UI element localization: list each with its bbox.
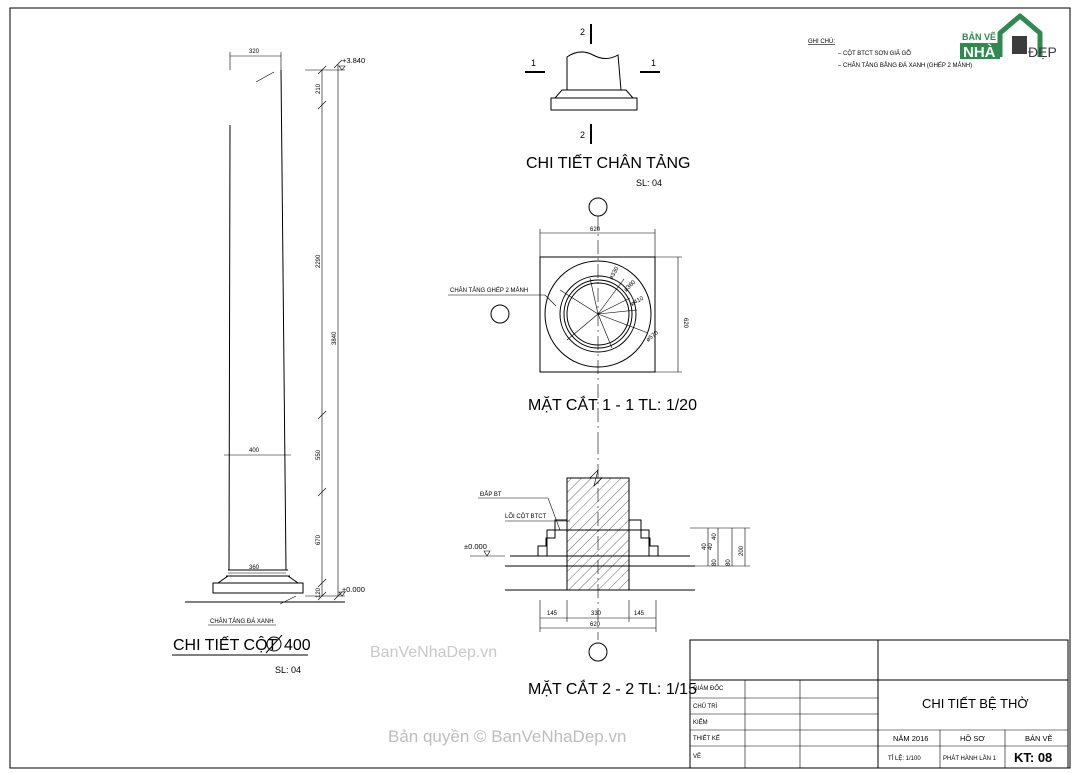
base-detail: 2 1 1 2 CHI TIẾT CHÂN TẢNG SL: 04 — [525, 24, 690, 217]
sec2-rdim-4: 80 — [712, 559, 718, 566]
base-title: CHI TIẾT CHÂN TẢNG — [526, 153, 690, 172]
core-hatch — [566, 477, 630, 591]
logo-top: BẢN VẼ — [962, 31, 996, 42]
col-qty: SL: 04 — [275, 665, 301, 675]
sec2-label-b: LÕI CỘT BTCT — [505, 513, 547, 520]
sec2-dim-3: 145 — [634, 611, 645, 617]
tb-sheet-label: BẢN VẼ — [1025, 734, 1053, 743]
sec-mark-2-top: 2 — [580, 27, 585, 37]
sec2-rdim-1: 40 — [702, 543, 708, 550]
tb-sheet-no: KT: 08 — [1014, 750, 1052, 765]
tb-row-4: THIẾT KẾ — [693, 735, 720, 742]
col-level-bottom: ±0.000 — [342, 585, 365, 594]
base-qty: SL: 04 — [636, 178, 662, 188]
house-icon — [997, 13, 1043, 57]
sec1-width: 620 — [590, 227, 601, 233]
col-level-top: +3.840 — [342, 56, 365, 65]
col-dim-2: 2290 — [316, 254, 322, 268]
sec1-title: MẶT CẮT 1 - 1 TL: 1/20 — [528, 395, 697, 414]
tb-issue: PHÁT HÀNH LẦN 1 — [943, 755, 997, 762]
col-dia: 400 — [284, 637, 311, 654]
sec2-total: 620 — [590, 622, 601, 628]
col-dim-3: 550 — [316, 449, 322, 460]
sec2-level: ±0.000 — [464, 542, 487, 551]
col-dim-1: 210 — [316, 83, 322, 94]
tb-row-1: GIÁM ĐỐC — [693, 685, 724, 692]
sec2-rdim-2: 40 — [708, 543, 714, 550]
sec2-rdim-3: 40 — [712, 533, 718, 540]
col-bottom-width: 360 — [249, 565, 260, 571]
sec2-title: MẶT CẮT 2 - 2 TL: 1/15 — [528, 679, 697, 698]
title-block: GIÁM ĐỐC CHỦ TRÌ KIỂM THIẾT KẾ VẼ CHI TI… — [689, 639, 1069, 769]
col-dim-4: 670 — [316, 534, 322, 545]
tb-row-5: VẼ — [693, 753, 701, 760]
col-mid-width: 400 — [249, 448, 260, 454]
logo-left: NHÀ — [963, 44, 996, 61]
watermark-2: Bản quyền © BanVeNhaDep.vn — [388, 727, 626, 746]
section-1: 620 620 ø330 ø360 ø410 ø570 CHÂN TẢNG GH… — [448, 216, 697, 440]
section-2: ĐẮP BT LÕI CỘT BTCT ±0.000 145 330 145 6… — [464, 440, 750, 698]
logo-right: ĐẸP — [1028, 44, 1057, 60]
col-base-label: CHÂN TẢNG ĐÁ XANH — [210, 618, 274, 625]
sec1-label: CHÂN TẢNG GHÉP 2 MẢNH — [450, 287, 528, 294]
sec2-dim-1: 145 — [547, 611, 558, 617]
sec2-dim-2: 330 — [591, 611, 602, 617]
note-1: – CỘT BTCT SƠN GIẢ GỖ — [838, 50, 911, 57]
diameter-icon — [266, 636, 282, 652]
watermark-1: BanVeNhaDep.vn — [370, 644, 497, 661]
tb-row-3: KIỂM — [693, 719, 708, 726]
logo: BẢN VẼ NHÀ ĐẸP — [960, 13, 1057, 61]
sec-mark-1-left: 1 — [531, 58, 536, 68]
sec1-height: 620 — [682, 318, 688, 329]
notes-block: GHI CHÚ: – CỘT BTCT SƠN GIẢ GỖ – CHÂN TẢ… — [808, 38, 972, 69]
note-2: – CHÂN TẢNG BẰNG ĐÁ XANH (GHÉP 2 MẢNH) — [838, 61, 972, 69]
sec-mark-1-right: 1 — [651, 58, 656, 68]
column-detail: 320 400 360 210 2290 550 670 120 3840 +3… — [172, 49, 365, 675]
col-title: CHI TIẾT CỘT — [173, 635, 278, 654]
notes-title: GHI CHÚ: — [808, 38, 835, 45]
tb-year: NĂM 2016 — [893, 734, 928, 743]
tb-file-label: HỒ SƠ — [960, 733, 985, 743]
sec2-label-a: ĐẮP BT — [480, 490, 502, 498]
sec1-r2: ø360 — [623, 279, 637, 293]
sec-mark-2-bottom: 2 — [580, 130, 585, 140]
col-top-width: 320 — [249, 49, 260, 55]
sec2-rdim-5: 80 — [726, 559, 732, 566]
tb-scale: TỈ LỆ: 1/100 — [888, 754, 921, 762]
tb-drawing-title: CHI TIẾT BỆ THỜ — [922, 696, 1029, 711]
col-dim-total: 3840 — [332, 331, 338, 345]
col-dim-5: 120 — [316, 587, 322, 598]
tb-row-2: CHỦ TRÌ — [693, 703, 718, 710]
sec2-rdim-6: 200 — [739, 545, 745, 556]
sec1-r1: ø330 — [609, 266, 621, 281]
sheet-border — [9, 7, 1071, 769]
